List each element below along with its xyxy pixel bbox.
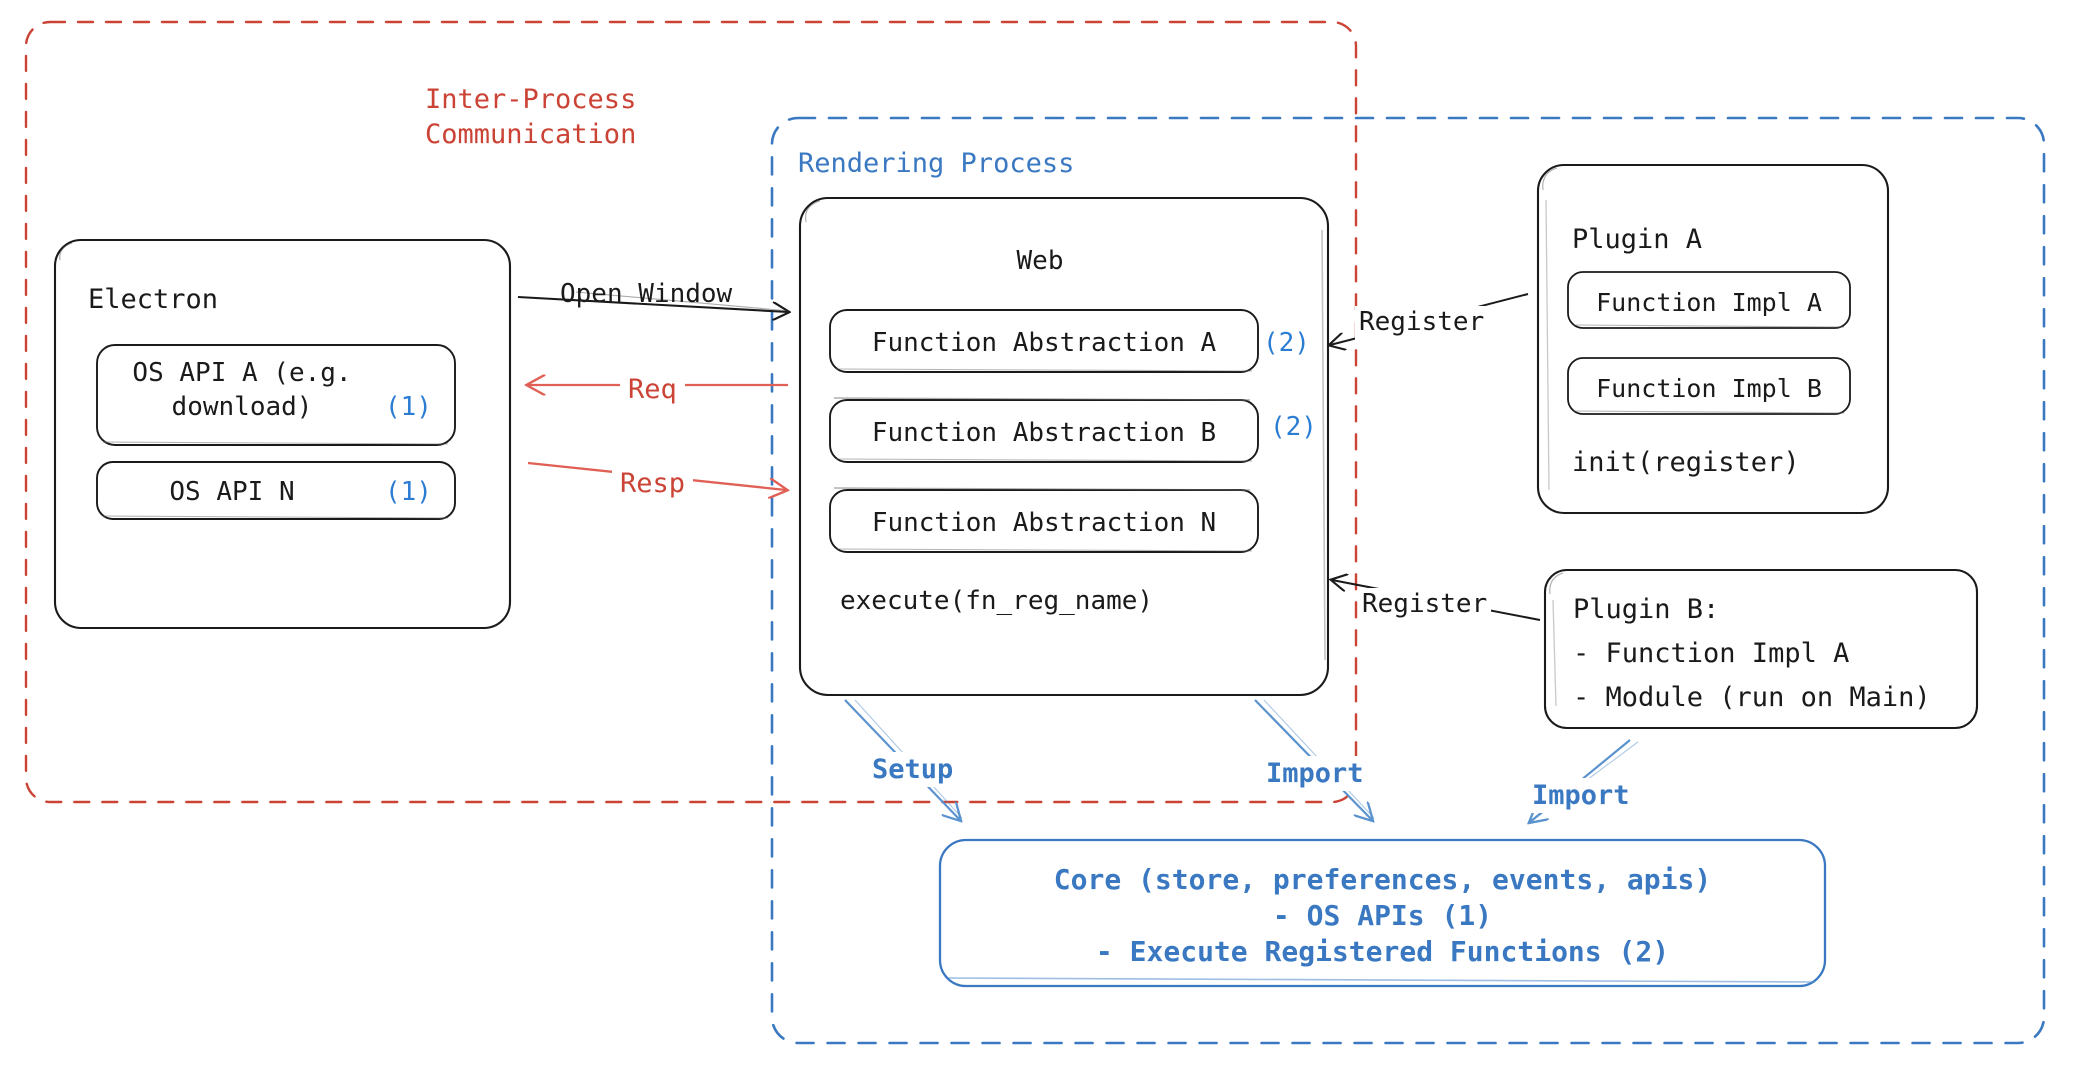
os-api-a-label: OS API A (e.g.download) bbox=[107, 357, 377, 425]
function-abstraction-a-marker: (2) bbox=[1263, 328, 1310, 358]
edge-label-register-plugin-a: Register bbox=[1355, 306, 1489, 340]
edge-label-resp: Resp bbox=[612, 466, 694, 502]
plugin-a-init-label: init(register) bbox=[1572, 447, 1800, 478]
plugin-b-title: Plugin B: bbox=[1573, 594, 1720, 625]
rendering-process-label: Rendering Process bbox=[798, 148, 1075, 179]
edge-label-open-window: Open Window bbox=[560, 279, 733, 309]
os-api-a-marker: (1) bbox=[385, 392, 432, 422]
function-impl-b-label: Function Impl B bbox=[1596, 374, 1822, 403]
plugin-a-title: Plugin A bbox=[1572, 224, 1703, 255]
os-api-a-line1: OS API A (e.g. bbox=[132, 358, 352, 388]
web-title: Web bbox=[1016, 246, 1064, 276]
electron-title: Electron bbox=[88, 284, 219, 315]
function-abstraction-a-label: Function Abstraction A bbox=[871, 328, 1217, 358]
function-abstraction-n-box bbox=[829, 487, 1259, 553]
os-api-n-label: OS API N bbox=[169, 477, 295, 507]
function-abstraction-a-box bbox=[829, 309, 1259, 373]
ipc-group-boundary bbox=[24, 20, 1358, 804]
os-api-n-box bbox=[96, 461, 456, 520]
plugin-a-box bbox=[1536, 163, 1890, 515]
ipc-label-line1: Inter-Process bbox=[425, 84, 637, 115]
function-abstraction-n-label: Function Abstraction N bbox=[871, 508, 1217, 538]
plugin-b-box bbox=[1543, 568, 1979, 730]
edge-label-register-plugin-b: Register bbox=[1358, 588, 1492, 622]
os-api-n-marker: (1) bbox=[385, 477, 432, 507]
function-impl-a-label: Function Impl A bbox=[1596, 288, 1822, 317]
edge-label-setup: Setup bbox=[868, 752, 958, 788]
os-api-a-box bbox=[96, 344, 456, 446]
edge-label-import-web: Import bbox=[1262, 756, 1368, 792]
os-api-a-line2: download) bbox=[171, 391, 313, 422]
core-line-2: - OS APIs (1) bbox=[1272, 899, 1493, 932]
core-line-1: Core (store, preferences, events, apis) bbox=[1053, 863, 1712, 896]
function-impl-b-box bbox=[1567, 357, 1851, 415]
core-box bbox=[938, 838, 1827, 988]
function-abstraction-b-label: Function Abstraction B bbox=[871, 418, 1217, 448]
function-abstraction-b-marker: (2) bbox=[1270, 412, 1317, 442]
plugin-b-item-1: - Module (run on Main) bbox=[1573, 682, 1931, 713]
edge-label-import-plugin-b: Import bbox=[1528, 778, 1634, 814]
function-abstraction-b-box bbox=[829, 397, 1259, 463]
ipc-label-line2: Communication bbox=[425, 119, 637, 151]
web-execute-label: execute(fn_reg_name) bbox=[840, 586, 1154, 616]
function-impl-a-box bbox=[1567, 271, 1851, 329]
plugin-b-item-0: - Function Impl A bbox=[1573, 638, 1850, 669]
core-line-3: - Execute Registered Functions (2) bbox=[1095, 935, 1670, 968]
edge-open-window bbox=[517, 291, 790, 312]
edge-label-req: Req bbox=[620, 372, 685, 408]
